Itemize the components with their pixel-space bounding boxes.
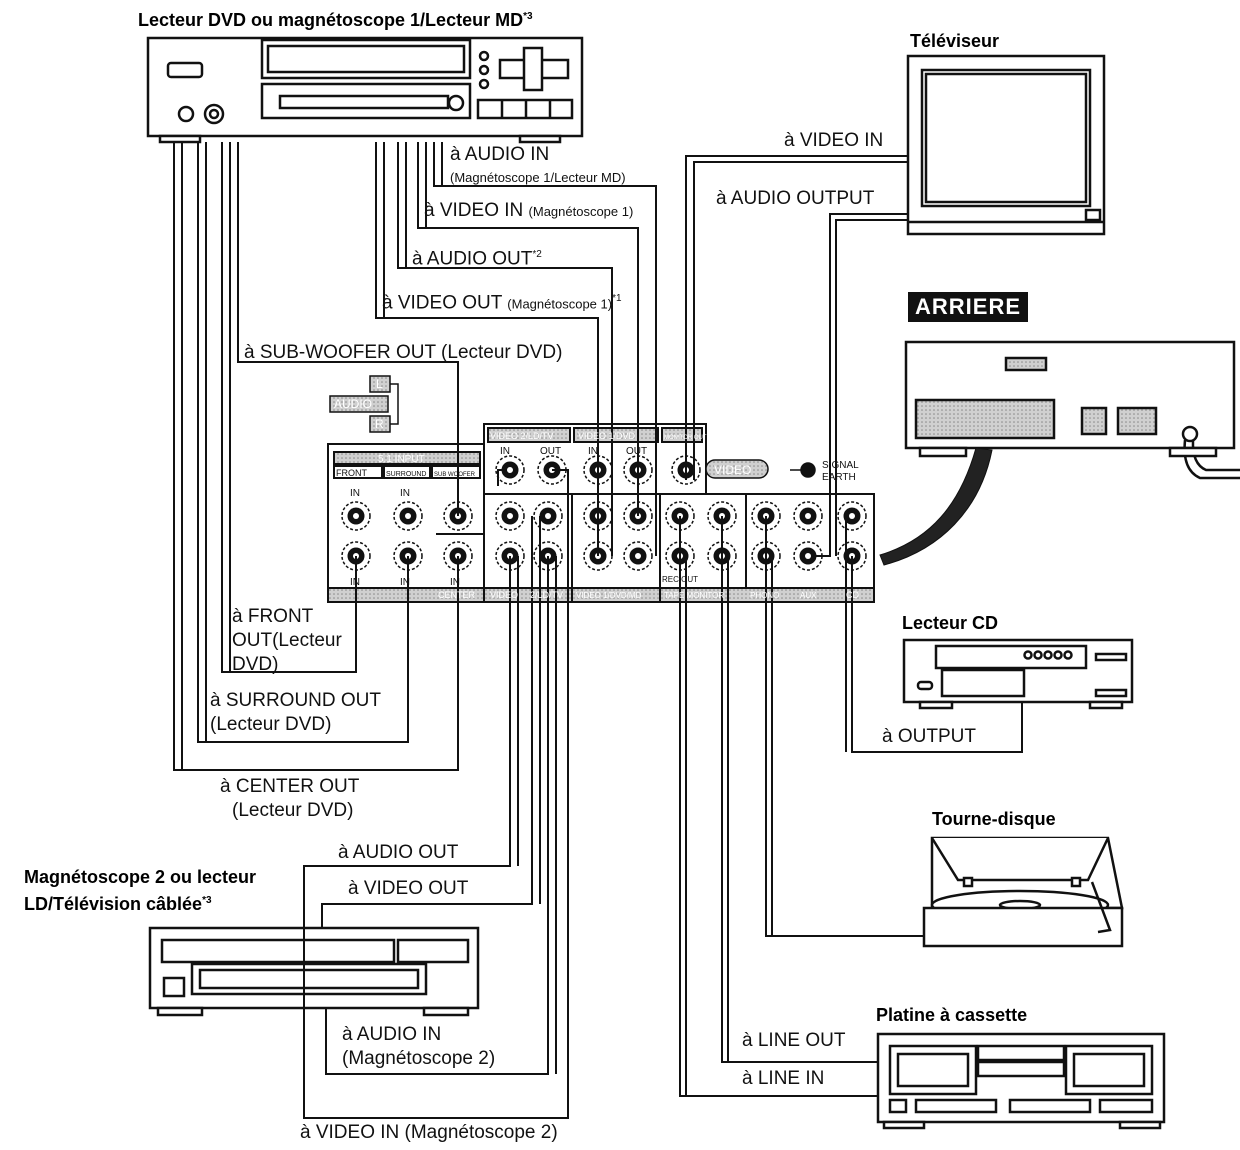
panel-texts: L AUDIO R 5.1 INPUT FRONT SURROUND SUB W… xyxy=(334,377,859,600)
cassette-title: Platine à cassette xyxy=(876,1005,1028,1025)
vcr2-title-line1: Magnétoscope 2 ou lecteur xyxy=(24,867,257,887)
label-audio-out-2-note: *2 xyxy=(532,249,542,260)
panel-v1-out: OUT xyxy=(626,446,647,457)
rca-jack-pin xyxy=(507,513,513,519)
label-video-out-1-note: *1 xyxy=(612,293,622,304)
cables xyxy=(173,142,1023,1119)
rca-jack-pin xyxy=(507,467,513,473)
panel-subwoofer: SUB WOOFER xyxy=(434,472,476,478)
dvd-title: Lecteur DVD ou magnétoscope 1/Lecteur MD… xyxy=(138,6,533,31)
label-tv-video-in: à VIDEO IN xyxy=(784,130,884,151)
rca-jack-pin xyxy=(805,513,811,519)
label-video-in-1: à VIDEO IN (Magnétoscope 1) xyxy=(424,200,633,223)
panel-v1-in: IN xyxy=(588,446,598,457)
cd-title: Lecteur CD xyxy=(902,613,999,633)
tv xyxy=(906,54,1106,236)
label-surround-out-2: (Lecteur DVD) xyxy=(210,714,332,735)
label-video-in-1-text: à VIDEO IN xyxy=(424,200,524,221)
panel-earth: EARTH xyxy=(822,472,856,483)
label-audio-in-1-sub: (Magnétoscope 1/Lecteur MD) xyxy=(450,166,626,189)
vcr2 xyxy=(148,926,480,1017)
label-front-out-3: DVD) xyxy=(232,654,279,675)
panel-v2-out: OUT xyxy=(540,446,561,457)
panel-r-label: R xyxy=(375,417,384,431)
panel-bottom-tape: TAPE MONITOR xyxy=(664,591,724,600)
dvd-player xyxy=(146,36,584,144)
label-front-out-1: à FRONT xyxy=(232,606,314,627)
rca-jack-pin xyxy=(545,513,551,519)
label-line-out: à LINE OUT xyxy=(742,1030,846,1051)
label-line-in: à LINE IN xyxy=(742,1068,825,1089)
rca-jack-pin xyxy=(635,553,641,559)
audio-lr-tag xyxy=(329,375,399,433)
label-vcr2-video-in: à VIDEO IN (Magnétoscope 2) xyxy=(300,1122,558,1143)
label-video-out-1-text: à VIDEO OUT xyxy=(382,292,503,314)
vcr2-title-line2: LD/Télévision câblée*3 xyxy=(24,890,212,915)
panel-monitor-header: MONITOR OUT xyxy=(664,435,707,441)
rca-jack-pin xyxy=(805,553,811,559)
panel-surround: SURROUND xyxy=(386,471,426,478)
panel-bottom-cd: CD xyxy=(846,590,859,600)
rca-jack-pin xyxy=(353,513,359,519)
panel-surround-in: IN xyxy=(400,488,410,499)
rca-jack-pin xyxy=(849,513,855,519)
label-surround-out-1: à SURROUND OUT xyxy=(210,690,382,711)
panel-video-tag: VIDEO xyxy=(714,463,751,477)
panel-bottom-aux: AUX xyxy=(800,591,817,600)
label-tv-audio-output: à AUDIO OUTPUT xyxy=(716,188,875,209)
label-vcr2-audio-out: à AUDIO OUT xyxy=(338,842,459,863)
cassette-deck xyxy=(876,1032,1166,1130)
panel-bottom-phono: PHONO xyxy=(750,591,779,600)
label-audio-out-2-text: à AUDIO OUT xyxy=(412,248,533,270)
rear-cable-bundle xyxy=(879,447,993,566)
panel-front-in: IN xyxy=(350,488,360,499)
label-video-out-1-sub: (Magnétoscope 1) xyxy=(507,296,613,312)
panel-51-input: 5.1 INPUT xyxy=(378,454,425,465)
vcr2-title-text: LD/Télévision câblée xyxy=(24,894,203,914)
tv-title: Téléviseur xyxy=(910,31,1000,51)
video-tag xyxy=(705,459,816,479)
label-cd-output: à OUTPUT xyxy=(882,726,976,747)
panel-video1-header: VIDEO 1/DVD xyxy=(578,431,636,441)
panel-bottom-ld-tv: 2/LD/TV xyxy=(530,590,563,600)
label-center-out-2: (Lecteur DVD) xyxy=(232,800,354,821)
label-vcr2-audio-in-1: à AUDIO IN xyxy=(342,1024,442,1045)
label-audio-out-2: à AUDIO OUT*2 xyxy=(412,244,542,270)
panel-center: CENTER xyxy=(438,590,476,600)
label-audio-in-1-sub-text: (Magnétoscope 1/Lecteur MD) xyxy=(450,170,626,185)
panel-bottom-video1: VIDEO 1/DVD/MD xyxy=(576,591,642,600)
rear-badge: ARRIERE xyxy=(908,292,1029,322)
turntable xyxy=(922,836,1124,948)
dvd-title-text: Lecteur DVD ou magnétoscope 1/Lecteur MD xyxy=(138,10,524,30)
panel-l-label: L xyxy=(376,377,383,391)
label-sub-woofer: à SUB-WOOFER OUT (Lecteur DVD) xyxy=(244,342,563,363)
panel-video2-header: VIDEO 2/LD/TV xyxy=(490,431,554,441)
panel-rec-out: REC OUT xyxy=(662,575,698,584)
vcr2-title-note: *3 xyxy=(202,895,212,906)
turntable-title: Tourne-disque xyxy=(932,809,1056,829)
label-center-out-1: à CENTER OUT xyxy=(220,776,360,797)
panel-center-in: IN xyxy=(450,577,460,588)
label-front-out-2: OUT(Lecteur xyxy=(232,630,342,651)
label-video-out-1: à VIDEO OUT (Magnétoscope 1)*1 xyxy=(382,288,622,315)
panel-bottom-video: VIDEO xyxy=(490,590,518,600)
rear-panel-device xyxy=(904,340,1240,480)
panel-signal: SIGNAL xyxy=(822,460,859,471)
panel-front: FRONT xyxy=(336,468,367,478)
cd-player xyxy=(902,638,1134,710)
panel-v2-in: IN xyxy=(500,446,510,457)
panel-front-in-2: IN xyxy=(350,577,360,588)
label-video-in-1-sub: (Magnétoscope 1) xyxy=(528,204,634,219)
panel-surround-in-2: IN xyxy=(400,577,410,588)
label-vcr2-video-out: à VIDEO OUT xyxy=(348,878,469,899)
label-vcr2-audio-in-2: (Magnétoscope 2) xyxy=(342,1048,496,1069)
panel-audio-label: AUDIO xyxy=(334,397,372,411)
label-audio-in-1: à AUDIO IN xyxy=(450,144,550,165)
dvd-title-note: *3 xyxy=(523,11,533,22)
rca-jack-pin xyxy=(405,513,411,519)
